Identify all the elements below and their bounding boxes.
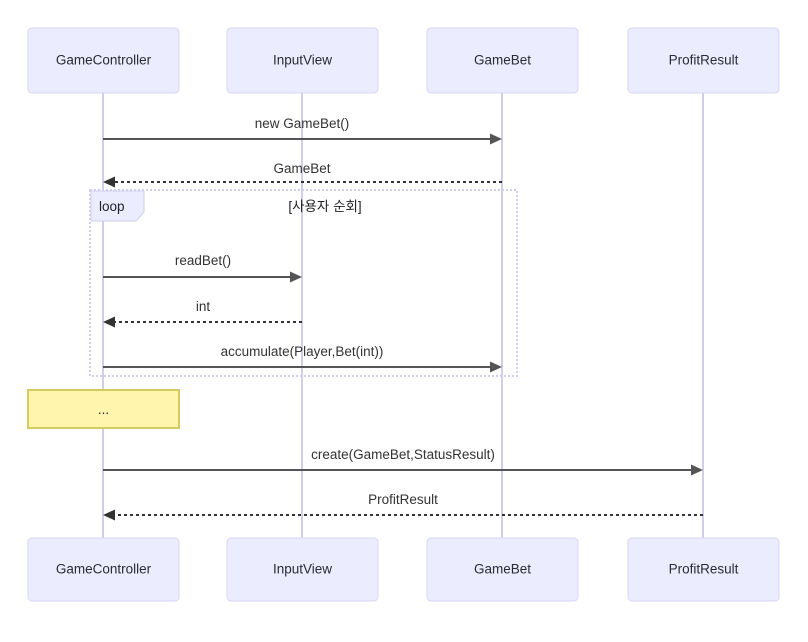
loop-condition-label: [사용자 순회] [288, 199, 361, 214]
participant-box[interactable] [627, 537, 780, 602]
participant-box[interactable] [226, 537, 379, 602]
participants-top: GameController InputView GameBet ProfitR… [27, 27, 780, 94]
note-box [27, 389, 180, 429]
participant-inputview-bottom[interactable]: InputView [226, 537, 379, 602]
participant-label: ProfitResult [669, 562, 739, 577]
message-label: create(GameBet,StatusResult) [311, 447, 495, 462]
participant-profitresult-top[interactable]: ProfitResult [627, 27, 780, 94]
participant-box[interactable] [27, 537, 180, 602]
arrowhead-left-icon [103, 316, 115, 328]
participant-label: GameController [56, 53, 152, 68]
message-label: GameBet [273, 161, 330, 176]
message-label: readBet() [175, 253, 231, 268]
message-label: ProfitResult [368, 492, 438, 507]
participant-gamebet-bottom[interactable]: GameBet [426, 537, 579, 602]
note-label: ... [98, 402, 109, 417]
participant-gamecontroller-top[interactable]: GameController [27, 27, 180, 94]
message-read-bet: readBet() [103, 253, 302, 283]
participant-box[interactable] [426, 537, 579, 602]
arrowhead-left-icon [103, 509, 115, 521]
message-return-profitresult: ProfitResult [103, 492, 703, 521]
participant-box[interactable] [27, 27, 180, 94]
participant-box[interactable] [627, 27, 780, 94]
arrowhead-right-icon [691, 464, 703, 476]
arrowhead-right-icon [490, 361, 502, 373]
participant-box[interactable] [226, 27, 379, 94]
participant-label: GameBet [474, 562, 531, 577]
participant-label: ProfitResult [669, 53, 739, 68]
message-create-profitresult: create(GameBet,StatusResult) [103, 447, 703, 476]
loop-frame [89, 189, 518, 377]
message-return-int: int [103, 299, 302, 328]
message-label: new GameBet() [255, 116, 350, 131]
loop-kind-label: loop [99, 199, 125, 214]
participant-label: GameController [56, 562, 152, 577]
participants-bottom: GameController InputView GameBet ProfitR… [27, 537, 780, 602]
participant-profitresult-bottom[interactable]: ProfitResult [627, 537, 780, 602]
fragment-loop: loop [사용자 순회] [89, 189, 518, 377]
message-return-gamebet: GameBet [103, 161, 502, 188]
participant-box[interactable] [426, 27, 579, 94]
participant-gamebet-top[interactable]: GameBet [426, 27, 579, 94]
participant-label: InputView [273, 562, 332, 577]
message-new-gamebet: new GameBet() [103, 116, 502, 145]
arrowhead-right-icon [490, 133, 502, 145]
participant-gamecontroller-bottom[interactable]: GameController [27, 537, 180, 602]
arrowhead-left-icon [103, 176, 115, 188]
loop-kind-tag [90, 190, 145, 222]
lifelines-group [102, 93, 704, 538]
message-label: int [196, 299, 211, 314]
arrowhead-right-icon [290, 271, 302, 283]
message-accumulate: accumulate(Player,Bet(int)) [103, 344, 502, 373]
participant-inputview-top[interactable]: InputView [226, 27, 379, 94]
message-label: accumulate(Player,Bet(int)) [221, 344, 384, 359]
note-ellipsis: ... [27, 389, 180, 429]
participant-label: InputView [273, 53, 332, 68]
participant-label: GameBet [474, 53, 531, 68]
